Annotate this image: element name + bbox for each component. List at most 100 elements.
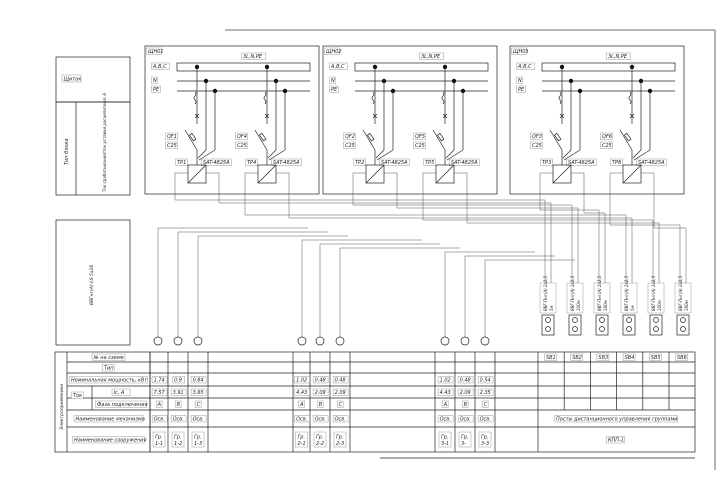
breaker-id-frame: [165, 132, 178, 140]
bus-label-frame: [329, 62, 348, 70]
cable-label: ВВГ-Пнг(А) 2х2,5: [543, 275, 548, 311]
group-label: Электроприемники: [59, 384, 65, 431]
cell-consumer-frame: [313, 431, 327, 448]
cable-length: 5м: [549, 305, 554, 311]
cell-phase-frame: [481, 400, 489, 408]
cell-consumer-line1: Гр.: [441, 435, 449, 441]
row-label-scheme_no: № на схеме: [93, 355, 124, 361]
cell-current: 4.43: [440, 390, 451, 396]
cell-equipment-frame: [477, 415, 494, 423]
block-type-label: Тип блока: [64, 138, 70, 165]
relay-model-frame: [271, 158, 302, 166]
cell-consumer-line1: Гр.: [481, 435, 489, 441]
cable-length: 100м: [657, 300, 662, 311]
terminal-circle: [599, 326, 605, 332]
relay-model: SAT-4825A: [381, 160, 408, 166]
cell-current-frame: [477, 388, 494, 396]
switch-id-frame: [675, 353, 688, 361]
fuse-symbol: [441, 91, 445, 105]
cell-current-frame: [457, 388, 474, 396]
row-label-consumer-frame: [72, 436, 145, 444]
terminal-circle: [572, 317, 578, 323]
panel-name: ЩН02: [326, 49, 342, 55]
breaker-rating-frame: [165, 141, 178, 149]
wire: [633, 149, 651, 161]
relay-model: SAT-4825A: [568, 160, 595, 166]
cell-current-frame: [294, 388, 310, 396]
breaker-contact: [619, 129, 633, 151]
wire: [563, 149, 581, 161]
cell-phase-frame: [298, 400, 305, 408]
cell-current-frame: [170, 388, 187, 396]
cell-phase: C: [484, 402, 488, 408]
shield-label: Щиток: [64, 77, 82, 83]
wire: [632, 149, 642, 159]
cell-phase-frame: [336, 400, 344, 408]
breaker-rating-frame: [235, 141, 248, 149]
phase-busbar: [176, 62, 311, 72]
fuse-symbol: [263, 91, 267, 105]
relay-model-frame: [201, 158, 232, 166]
panel-name-frame: [324, 47, 340, 55]
pe-label: PE: [518, 87, 525, 93]
cell-phase: C: [339, 402, 343, 408]
cable-label-frame: [566, 282, 584, 314]
terminal-circle: [680, 326, 686, 332]
cell-power: 0.9: [174, 378, 182, 384]
cable-label: ВВГ-Пнг(А) 2х2,5: [678, 275, 683, 311]
relay-id-frame: [540, 158, 553, 166]
cell-equipment-frame: [151, 415, 168, 423]
cell-power: 1.02: [440, 378, 451, 384]
current-setting-label: Ток срабатывания/ток уставки расцепителя…: [102, 93, 107, 192]
breaker-contact: [184, 129, 198, 151]
breaker-rating: С25: [167, 143, 177, 149]
left-info-block: Щиток Тип блока Ток срабатывания/ток уст…: [55, 56, 131, 346]
disconnect-x-symbol: [194, 113, 200, 119]
pe-label-frame: [516, 85, 526, 93]
cell-consumer-line2: 3-3: [481, 441, 489, 447]
relay-coil: [552, 164, 572, 184]
relay-id: TP5: [425, 160, 434, 166]
cell-power: 0.84: [193, 378, 204, 384]
cable-label: ВВГ-Пнг(А) 2х2,5: [597, 275, 602, 311]
cable-length: 100м: [576, 300, 581, 311]
breaker-rating-frame: [530, 141, 543, 149]
panel-name-frame: [146, 47, 162, 55]
cell-equipment-frame: [332, 415, 349, 423]
cell-consumer-frame: [152, 431, 166, 448]
row-label-power: Номинальная мощность, кВт: [71, 378, 148, 384]
terminal-circle: [653, 317, 659, 323]
relay-id: TP4: [247, 160, 256, 166]
relay-diagonal: [365, 164, 385, 184]
breaker-id: QF6: [602, 134, 612, 140]
breaker-rating-frame: [600, 141, 613, 149]
terminal-circle: [680, 317, 686, 323]
cell-phase-frame: [194, 400, 202, 408]
terminal-circle: [572, 326, 578, 332]
cell-consumer-line2: 2-2: [316, 441, 324, 447]
consumer-terminal-circle: [297, 336, 307, 346]
breaker-contact: [362, 129, 376, 151]
pe-label-frame: [151, 85, 161, 93]
wire: [375, 149, 385, 159]
n-label-frame: [151, 76, 158, 84]
cell-consumer-line1: Гр.: [194, 435, 202, 441]
panel-frame: [322, 45, 498, 195]
cell-current: 2.09: [460, 390, 471, 396]
cell-equipment: Осв.: [193, 417, 204, 423]
cable-label-frame: [647, 282, 665, 314]
cell-current: 7.57: [154, 390, 166, 396]
consumer-terminals: [153, 227, 575, 346]
block-type-cell: [55, 101, 131, 196]
row-label-phase-frame: [95, 400, 147, 408]
row-label-current: Ic, A: [114, 390, 125, 396]
phase-busbar: [541, 62, 676, 72]
panel-name: ЩН03: [513, 49, 529, 55]
relay-coil: [365, 164, 385, 184]
cell-equipment: Осв.: [335, 417, 346, 423]
